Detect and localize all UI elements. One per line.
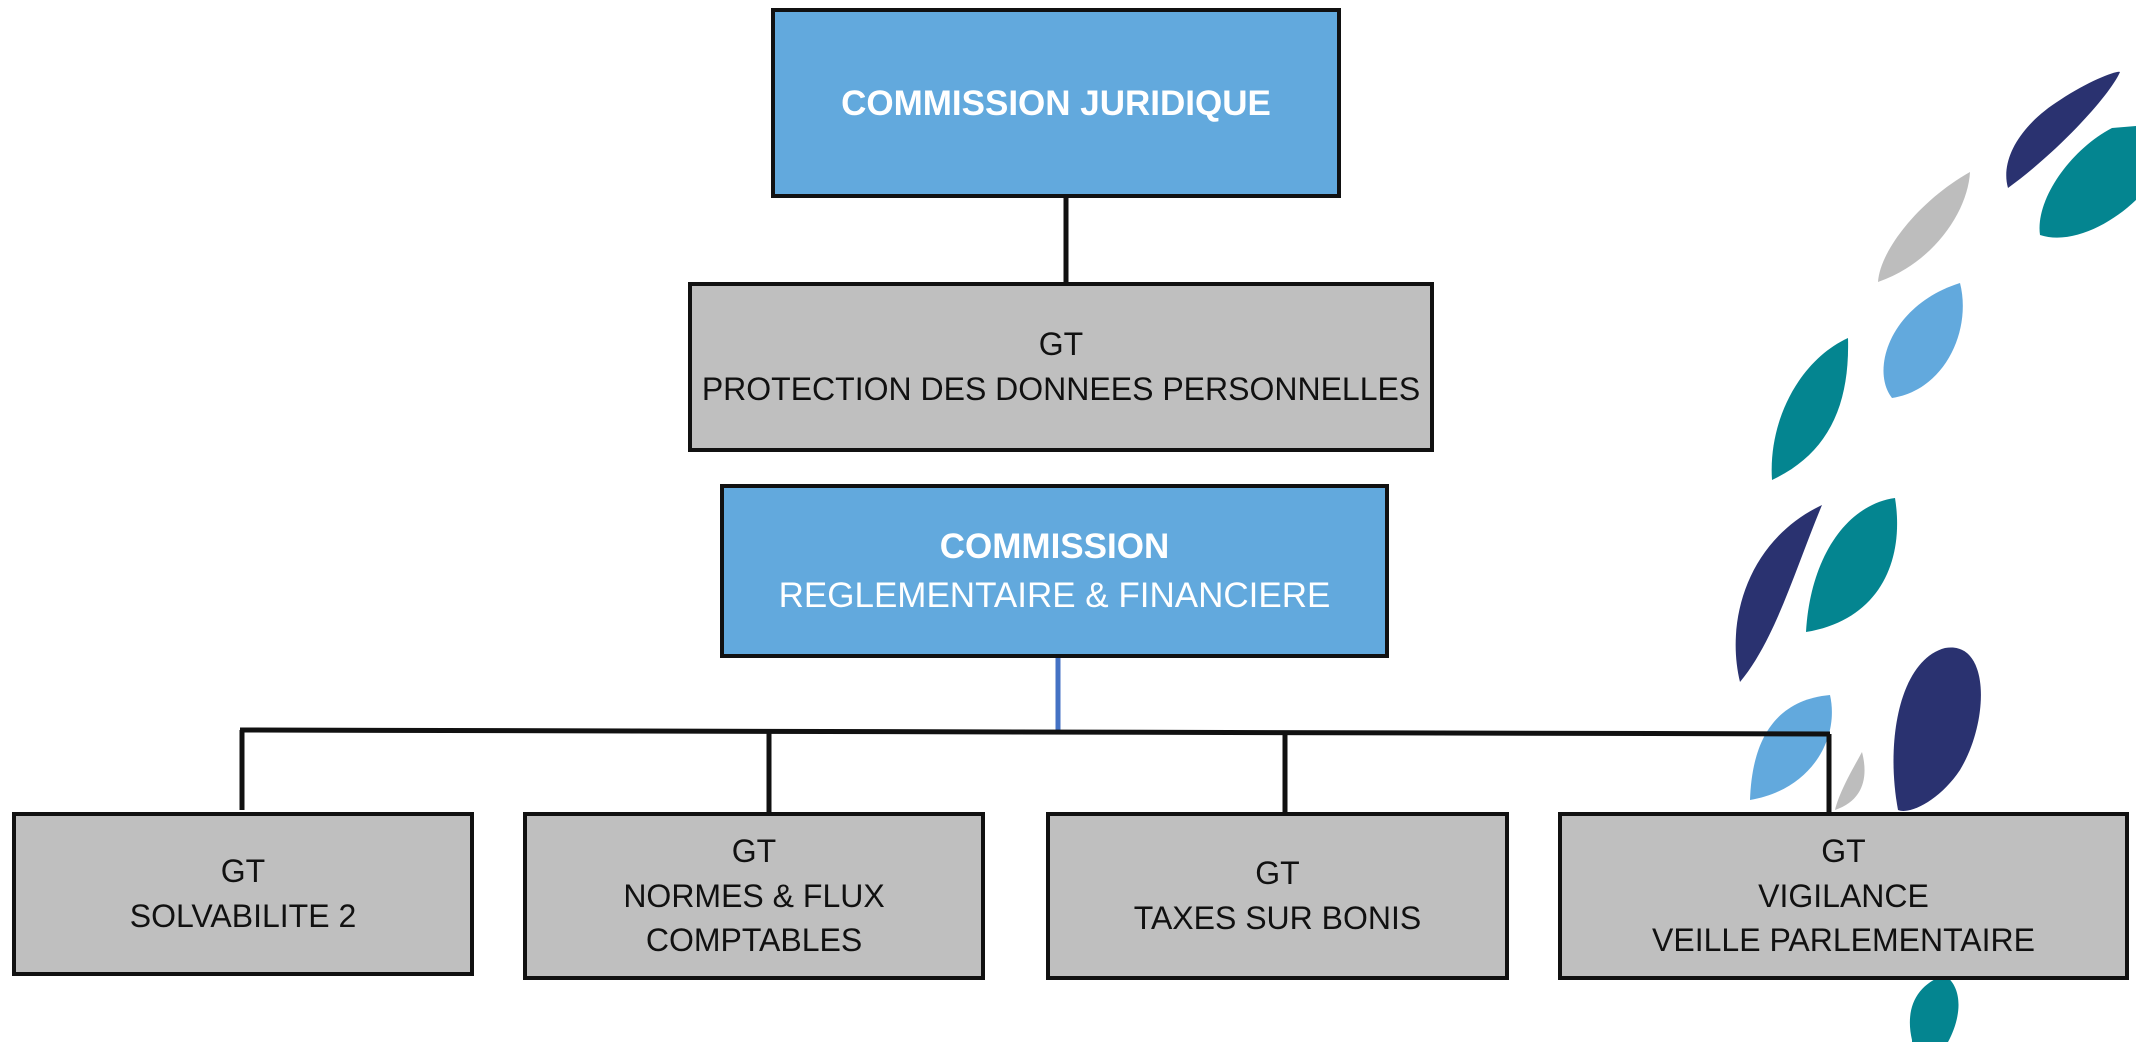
gt-vigilance-line-1: VIGILANCE [1758, 877, 1929, 914]
leaf-teal-bottom [1909, 975, 1959, 1042]
leaf-lightblue-upper [1883, 283, 1963, 398]
gt-normes-line-1: NORMES & FLUX [623, 877, 885, 914]
gt-normes-box: GT NORMES & FLUX COMPTABLES [523, 812, 985, 980]
leaf-grey-upper [1878, 172, 1970, 282]
gt-solvabilite-prefix: GT [220, 853, 266, 890]
leaf-grey-lower [1835, 752, 1865, 810]
leaf-teal-top [2039, 126, 2136, 238]
leaf-navy-lower [1893, 647, 1981, 811]
commission-reglementaire-title: COMMISSION [939, 527, 1170, 566]
gt-vigilance-line-2: VEILLE PARLEMENTAIRE [1652, 922, 2035, 959]
leaf-navy-middle [1735, 505, 1822, 682]
gt-normes-line-2: COMPTABLES [645, 922, 863, 959]
commission-juridique-box: COMMISSION JURIDIQUE [771, 8, 1341, 198]
leaf-teal-middle [1806, 498, 1898, 632]
leaf-teal-left [1771, 338, 1849, 480]
gt-taxes-line-1: TAXES SUR BONIS [1133, 900, 1422, 936]
gt-vigilance-box: GT VIGILANCE VEILLE PARLEMENTAIRE [1558, 812, 2129, 980]
gt-taxes-box: GT TAXES SUR BONIS [1046, 812, 1509, 980]
commission-juridique-title: COMMISSION JURIDIQUE [841, 83, 1271, 123]
gt-taxes-prefix: GT [1255, 855, 1300, 892]
gt-solvabilite-line-1: SOLVABILITE 2 [129, 898, 357, 934]
gt-protection-box: GT PROTECTION DES DONNEES PERSONNELLES [688, 282, 1434, 452]
leaf-navy-top [2006, 71, 2120, 188]
gt-vigilance-prefix: GT [1821, 832, 1866, 869]
commission-reglementaire-box: COMMISSION REGLEMENTAIRE & FINANCIERE [720, 484, 1389, 658]
gt-protection-name: PROTECTION DES DONNEES PERSONNELLES [701, 371, 1421, 407]
gt-normes-prefix: GT [731, 832, 777, 869]
connector-horizontal-bar [239, 727, 1831, 737]
gt-solvabilite-box: GT SOLVABILITE 2 [12, 812, 474, 976]
gt-protection-prefix: GT [1038, 326, 1084, 363]
commission-reglementaire-subtitle: REGLEMENTAIRE & FINANCIERE [778, 576, 1331, 615]
leaf-lightblue-lower [1750, 695, 1832, 800]
